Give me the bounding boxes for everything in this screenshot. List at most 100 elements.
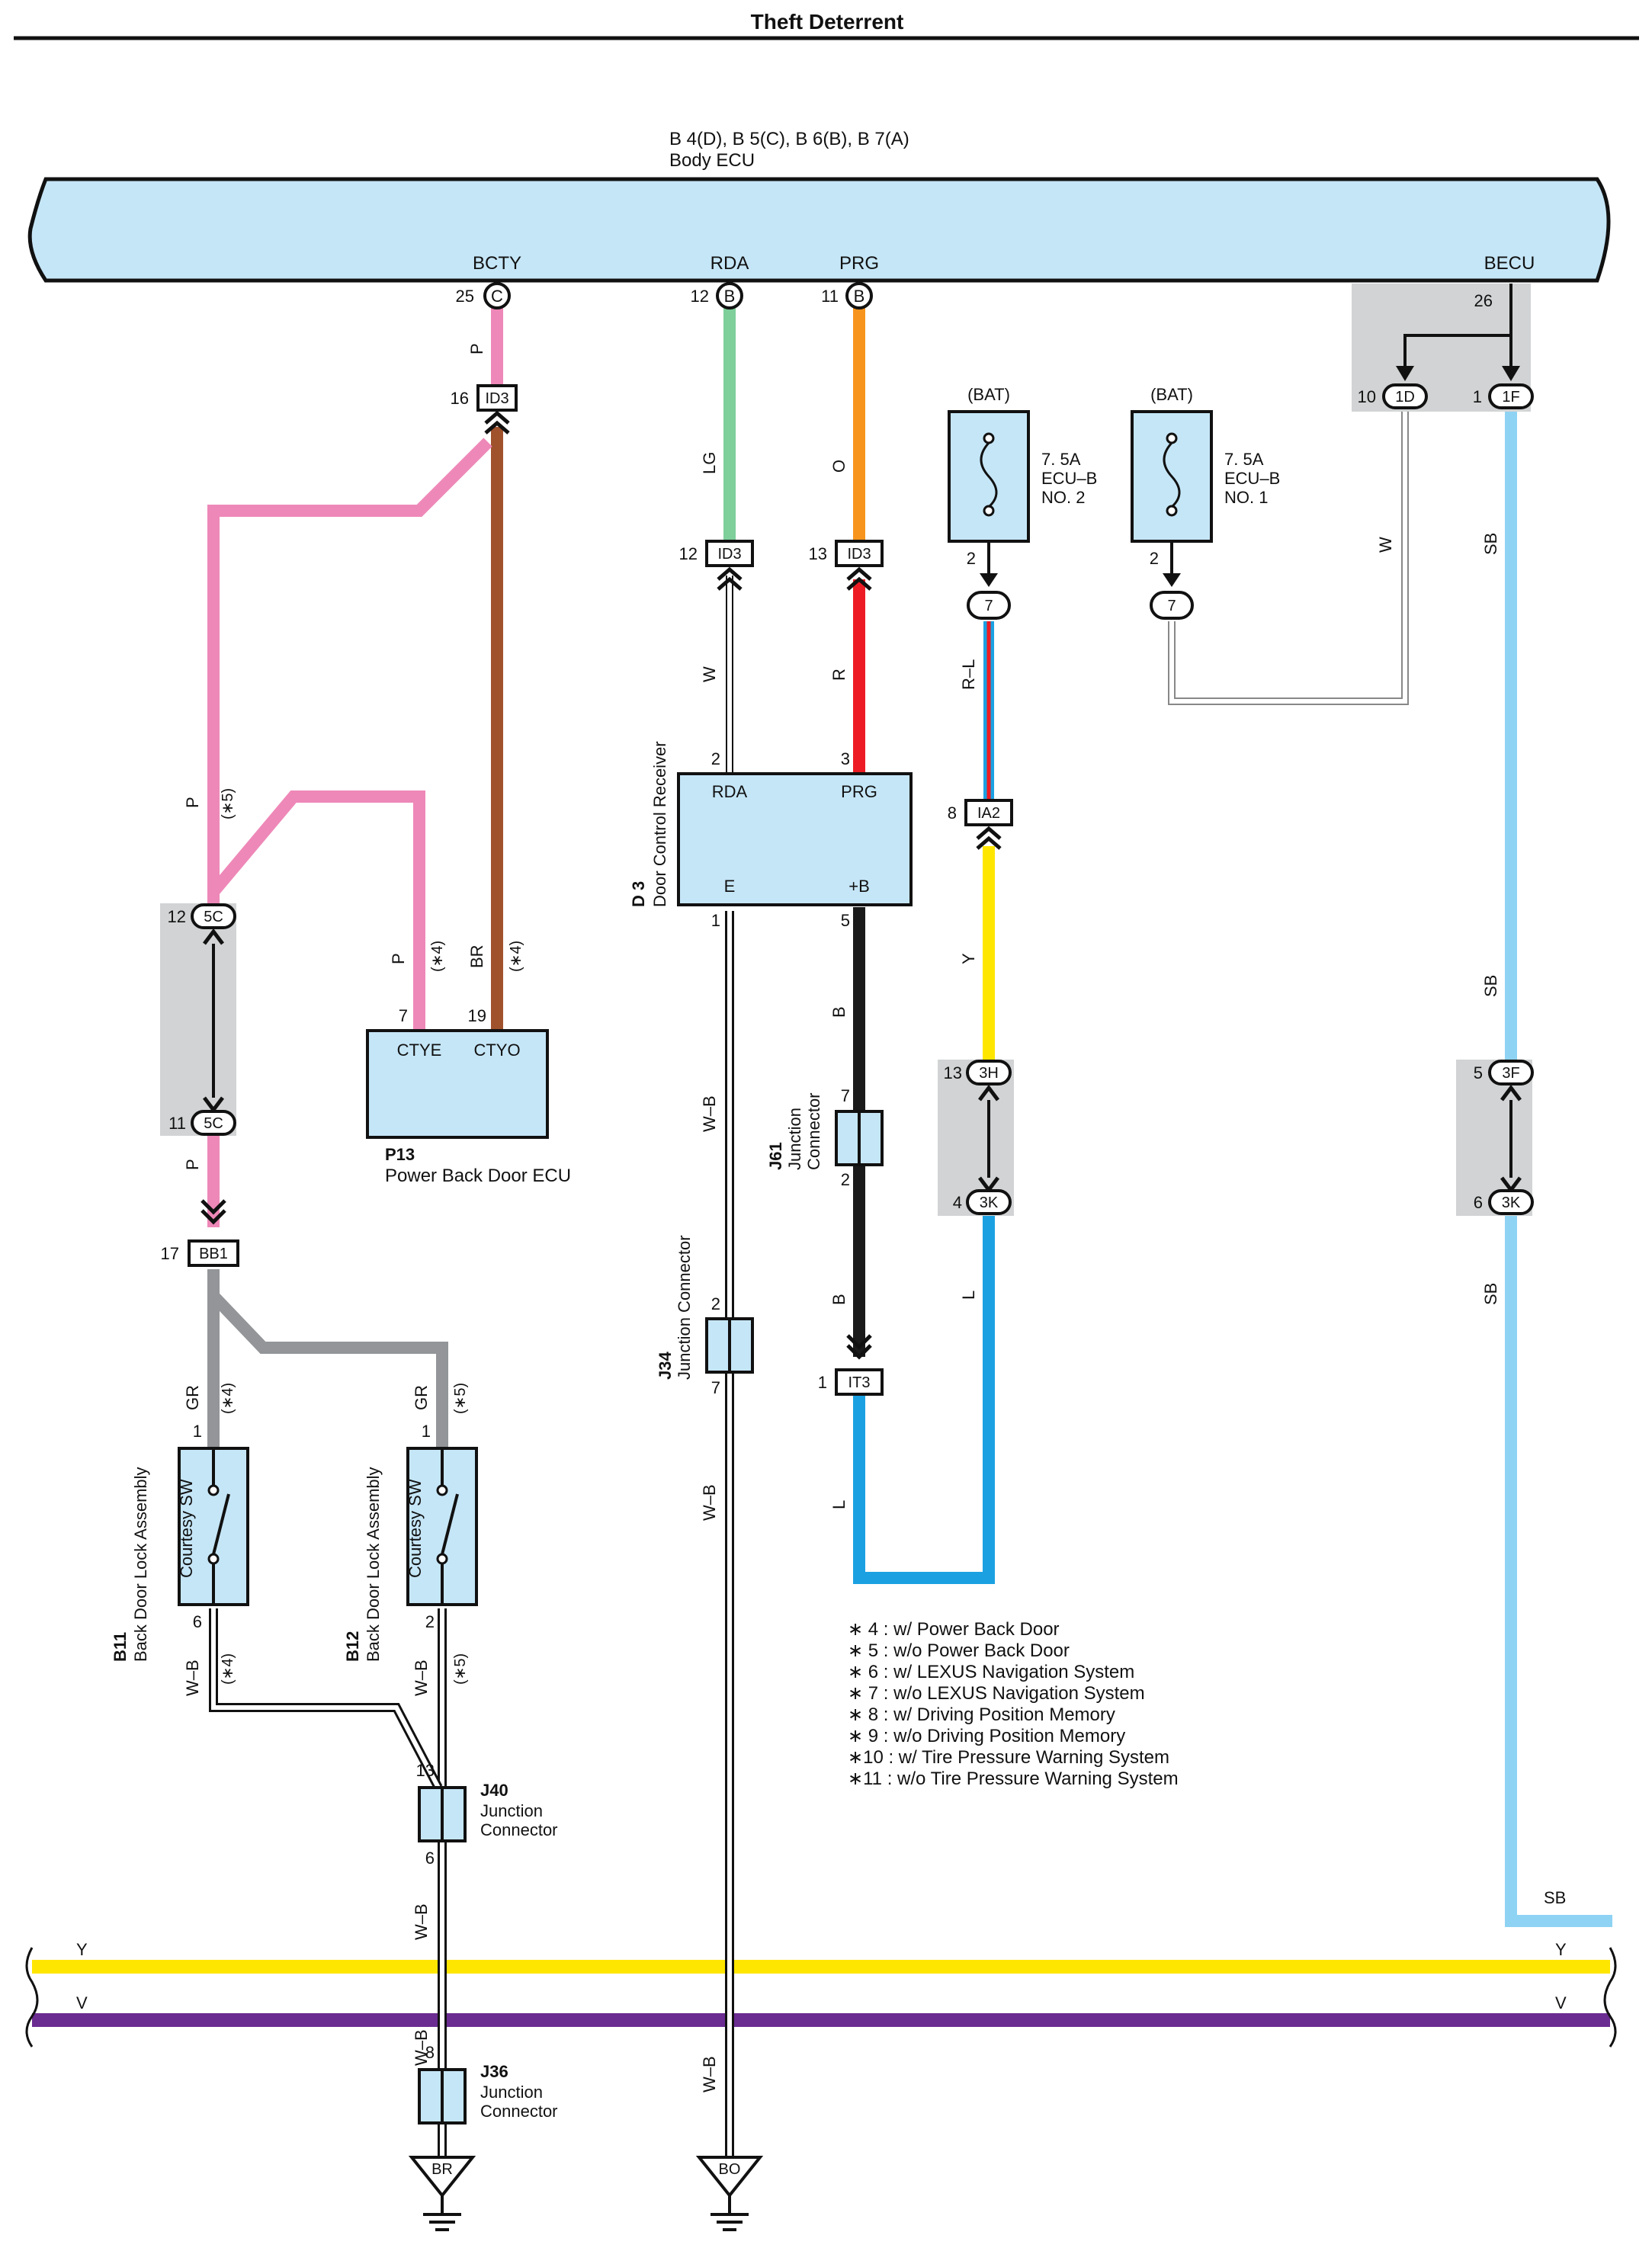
pin-prg: B 11: [821, 282, 873, 309]
svg-text:13: 13: [944, 1063, 962, 1082]
svg-text:1: 1: [1473, 387, 1482, 406]
bus-break-left: [25, 1947, 39, 2048]
svg-text:2: 2: [967, 549, 976, 568]
svg-text:V: V: [76, 1993, 88, 2012]
svg-text:3K: 3K: [1502, 1195, 1521, 1211]
svg-text:D 3: D 3: [629, 881, 648, 907]
wire-labels: P P P P BR LG O W R R–L W SB SB SB SB Y …: [76, 343, 1567, 2092]
svg-text:GR: GR: [183, 1385, 202, 1410]
svg-text:(∗4): (∗4): [220, 1383, 236, 1414]
svg-text:2: 2: [711, 1294, 720, 1313]
svg-text:SB: SB: [1481, 533, 1500, 555]
note-line: ∗11 : w/o Tire Pressure Warning System: [848, 1769, 1179, 1789]
svg-text:1: 1: [422, 1422, 431, 1441]
svg-text:NO. 1: NO. 1: [1224, 488, 1268, 507]
svg-text:Y: Y: [959, 953, 978, 964]
svg-text:B: B: [854, 287, 865, 306]
svg-text:7: 7: [399, 1006, 408, 1025]
svg-text:1F: 1F: [1502, 389, 1519, 406]
component-j36: 8 J36 Junction Connector: [418, 2043, 558, 2125]
svg-text:R: R: [829, 669, 848, 681]
wire-wb-b11-inner: [211, 1608, 441, 1789]
pin-becu: 26: [1396, 284, 1520, 381]
svg-text:7: 7: [711, 1378, 720, 1397]
svg-text:W–B: W–B: [700, 2056, 719, 2092]
svg-text:E: E: [724, 877, 736, 896]
svg-text:Connector: Connector: [480, 1820, 558, 1839]
svg-text:BB1: BB1: [199, 1246, 228, 1262]
svg-text:BO: BO: [719, 2161, 741, 2178]
note-line: ∗ 4 : w/ Power Back Door: [848, 1619, 1060, 1640]
connector-3h: 3H 13: [944, 1060, 1012, 1194]
connector-id3-prg: ID3 13: [809, 540, 884, 591]
connector-1f: 1F 1: [1473, 383, 1534, 409]
svg-text:Junction: Junction: [785, 1108, 804, 1170]
wire-l-it3: [853, 1216, 995, 1584]
svg-text:5C: 5C: [204, 1115, 223, 1132]
component-j34: 2 7 J34 Junction Connector: [656, 1235, 754, 1397]
svg-text:V: V: [1555, 1993, 1567, 2012]
svg-text:7: 7: [841, 1086, 850, 1105]
svg-text:Back Door Lock Assembly: Back Door Lock Assembly: [131, 1467, 150, 1662]
svg-text:J34: J34: [656, 1352, 675, 1380]
svg-text:26: 26: [1474, 291, 1493, 310]
svg-text:C: C: [491, 287, 503, 306]
component-b12: Courtesy SW 1 2 B12 Back Door Lock Assem…: [343, 1422, 478, 1662]
svg-text:25: 25: [456, 287, 474, 306]
svg-text:W–B: W–B: [700, 1095, 719, 1132]
svg-text:+B: +B: [848, 877, 870, 896]
svg-text:PRG: PRG: [841, 782, 877, 801]
page-title: Theft Deterrent: [751, 10, 904, 34]
connector-it3: IT3 1: [818, 1334, 884, 1396]
note-line: ∗ 8 : w/ Driving Position Memory: [848, 1704, 1115, 1725]
svg-text:7: 7: [1167, 598, 1176, 614]
connector-3k-left: 3K 4: [953, 1189, 1012, 1215]
svg-text:7. 5A: 7. 5A: [1041, 450, 1081, 469]
connector-ia2: IA2 8: [948, 799, 1013, 850]
note-line: ∗ 7 : w/o LEXUS Navigation System: [848, 1683, 1145, 1704]
body-ecu-box: [27, 177, 1611, 283]
svg-text:J36: J36: [480, 2062, 508, 2081]
svg-text:B: B: [724, 287, 736, 306]
svg-text:7: 7: [984, 598, 993, 614]
component-b11: Courtesy SW 1 6 B11 Back Door Lock Assem…: [111, 1422, 249, 1662]
svg-text:RDA: RDA: [712, 782, 748, 801]
svg-text:P: P: [183, 1159, 202, 1170]
svg-text:J40: J40: [480, 1781, 508, 1800]
svg-text:1D: 1D: [1395, 389, 1415, 406]
svg-text:3K: 3K: [980, 1195, 999, 1211]
svg-text:7. 5A: 7. 5A: [1224, 450, 1264, 469]
svg-text:10: 10: [1358, 387, 1376, 406]
svg-text:16: 16: [451, 389, 469, 408]
svg-text:B: B: [829, 1006, 848, 1018]
pin-rda: B 12: [691, 282, 743, 309]
svg-text:4: 4: [953, 1193, 962, 1212]
svg-text:B12: B12: [343, 1631, 362, 1662]
wire-p-left: [207, 438, 492, 907]
note-line: ∗ 9 : w/o Driving Position Memory: [848, 1726, 1125, 1746]
ecu-terminal-rda: RDA: [711, 253, 749, 274]
svg-text:3H: 3H: [979, 1065, 999, 1082]
svg-text:3F: 3F: [1502, 1065, 1519, 1082]
ecu-terminal-prg: PRG: [839, 253, 879, 274]
svg-text:Junction: Junction: [480, 1801, 543, 1820]
svg-text:SB: SB: [1544, 1888, 1566, 1907]
svg-text:ID3: ID3: [717, 546, 741, 563]
svg-text:ID3: ID3: [847, 546, 871, 563]
svg-text:12: 12: [679, 544, 698, 563]
pin-bcty: C 25: [456, 282, 511, 309]
ground-bo: BO: [695, 2156, 764, 2231]
svg-text:IA2: IA2: [977, 805, 1000, 822]
svg-text:P: P: [389, 953, 408, 964]
svg-text:W–B: W–B: [412, 1903, 431, 1940]
note-line: ∗ 5 : w/o Power Back Door: [848, 1640, 1070, 1661]
shade-5c: [160, 903, 236, 1136]
svg-text:CTYO: CTYO: [473, 1041, 520, 1060]
notes: ∗ 4 : w/ Power Back Door ∗ 5 : w/o Power…: [848, 1619, 1179, 1789]
svg-text:3: 3: [841, 749, 850, 768]
connector-id3-p: ID3 16: [451, 384, 518, 435]
svg-text:IT3: IT3: [848, 1374, 871, 1391]
svg-text:Door Control Receiver: Door Control Receiver: [650, 741, 669, 907]
connector-bb1: BB1 17: [161, 1199, 239, 1267]
